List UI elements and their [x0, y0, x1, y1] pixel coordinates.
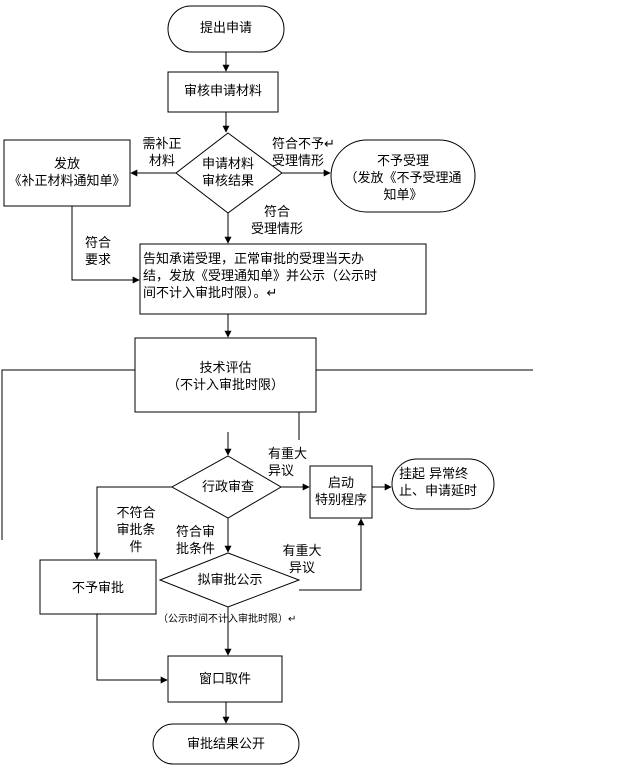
- edge-label-not-meet-cond: 不符合 审批条 件: [108, 505, 164, 556]
- pickup-box: [167, 655, 283, 703]
- reject-accept-line-1: 不予受理: [376, 154, 429, 169]
- special-procedure-label: 启动 特别程序: [310, 475, 372, 509]
- not-meet-cond-line-1: 不符合: [116, 506, 156, 521]
- need-supplement-line-1: 需补正: [142, 137, 182, 152]
- not-meet-cond-line-2: 审批条: [116, 523, 156, 538]
- tech-eval-line-2: （不计入审批时限）: [166, 378, 284, 393]
- meet-req-line-1: 符合: [84, 236, 111, 251]
- suspend-node: [391, 458, 495, 510]
- meet-req-line-2: 要求: [84, 253, 111, 268]
- special-line-1: 启动: [327, 476, 354, 491]
- reject-accept-line-2: （发放《不予受理通: [344, 171, 462, 186]
- arrow-admin-to-no-approval: [93, 486, 172, 560]
- edge-label-need-supplement: 需补正 材料: [138, 136, 186, 170]
- suspend-line-1: 挂起 异常终: [399, 467, 469, 482]
- notify-line-2: 结，发放《受理通知单》并公示（公示时: [143, 269, 378, 284]
- major-objection-1-line-1: 有重大: [268, 447, 308, 462]
- special-procedure-box: [309, 465, 373, 519]
- suspend-line-2: 止、申请延时: [399, 484, 478, 499]
- arrow-no-approval-to-pickup: [96, 614, 168, 684]
- no-accept-case-line-1: 符合不予↵: [272, 137, 335, 152]
- edge-label-publicity-note: （公示时间不计入审批时限）↵: [158, 614, 297, 625]
- no-approval-box: [39, 559, 157, 615]
- tech-eval-line-1: 技术评估: [199, 361, 252, 376]
- tech-eval-box: [134, 337, 317, 413]
- arrow-publicity-to-special: [299, 518, 365, 591]
- supplement-line-1: 发放: [53, 157, 80, 172]
- edge-label-accept-case: 符合 受理情形: [244, 204, 310, 238]
- accept-case-line-2: 受理情形: [250, 222, 303, 237]
- edge-label-major-objection-1: 有重大 异议: [268, 446, 307, 480]
- suspend-label: 挂起 异常终 止、申请延时: [399, 466, 477, 500]
- review-decision-label: 申请材料 审核结果: [188, 156, 268, 190]
- start-node-label: 提出申请: [199, 21, 252, 36]
- publicity-label: 拟审批公示: [197, 573, 263, 588]
- reject-accept-node: [330, 139, 476, 213]
- tech-eval-label: 技术评估 （不计入审批时限）: [135, 360, 316, 394]
- supplement-line-2: 《补正材料通知单》: [8, 174, 126, 189]
- no-accept-case-line-2: 受理情形: [272, 154, 325, 169]
- notify-label: 告知承诺受理，正常审批的受理当天办 结，发放《受理通知单》并公示（公示时 间不计…: [143, 251, 377, 302]
- admin-review-label: 行政审查: [201, 480, 254, 495]
- review-materials-box: [167, 71, 279, 113]
- edge-label-meet-cond: 符合审 批条件: [176, 524, 215, 558]
- accept-case-line-1: 符合: [263, 205, 290, 220]
- edge-label-major-objection-2: 有重大 异议: [276, 543, 328, 577]
- review-decision-line-2: 审核结果: [201, 174, 254, 189]
- notify-line-1: 告知承诺受理，正常审批的受理当天办: [143, 252, 365, 267]
- reject-accept-label: 不予受理 （发放《不予受理通 知单》: [331, 153, 475, 204]
- review-materials-label: 审核申请材料: [183, 84, 262, 99]
- no-approval-label: 不予审批: [71, 581, 124, 596]
- edge-label-meet-req: 符合 要求: [78, 235, 118, 269]
- major-objection-2-line-1: 有重大: [282, 544, 322, 559]
- special-line-2: 特别程序: [314, 493, 367, 508]
- notify-box: [139, 243, 427, 315]
- meet-cond-line-2: 批条件: [176, 542, 216, 557]
- not-meet-cond-line-3: 件: [129, 540, 143, 555]
- major-objection-2-line-2: 异议: [288, 561, 315, 576]
- need-supplement-line-2: 材料: [148, 154, 175, 169]
- review-decision-line-1: 申请材料: [201, 157, 254, 172]
- result-public-node: [152, 723, 300, 765]
- supplement-box: [3, 139, 131, 207]
- result-public-label: 审批结果公开: [186, 737, 265, 752]
- line-tech-left-branch: [1, 369, 135, 540]
- supplement-label: 发放 《补正材料通知单》: [4, 156, 130, 190]
- meet-cond-line-1: 符合审: [176, 525, 216, 540]
- major-objection-1-line-2: 异议: [268, 464, 295, 479]
- notify-line-3: 间不计入审批时限）。↵: [143, 286, 278, 301]
- arrow-supplement-to-notify: [71, 206, 140, 284]
- reject-accept-line-3: 知单》: [383, 188, 423, 203]
- pickup-label: 窗口取件: [198, 672, 251, 687]
- edge-label-no-accept-case: 符合不予↵ 受理情形: [272, 136, 335, 170]
